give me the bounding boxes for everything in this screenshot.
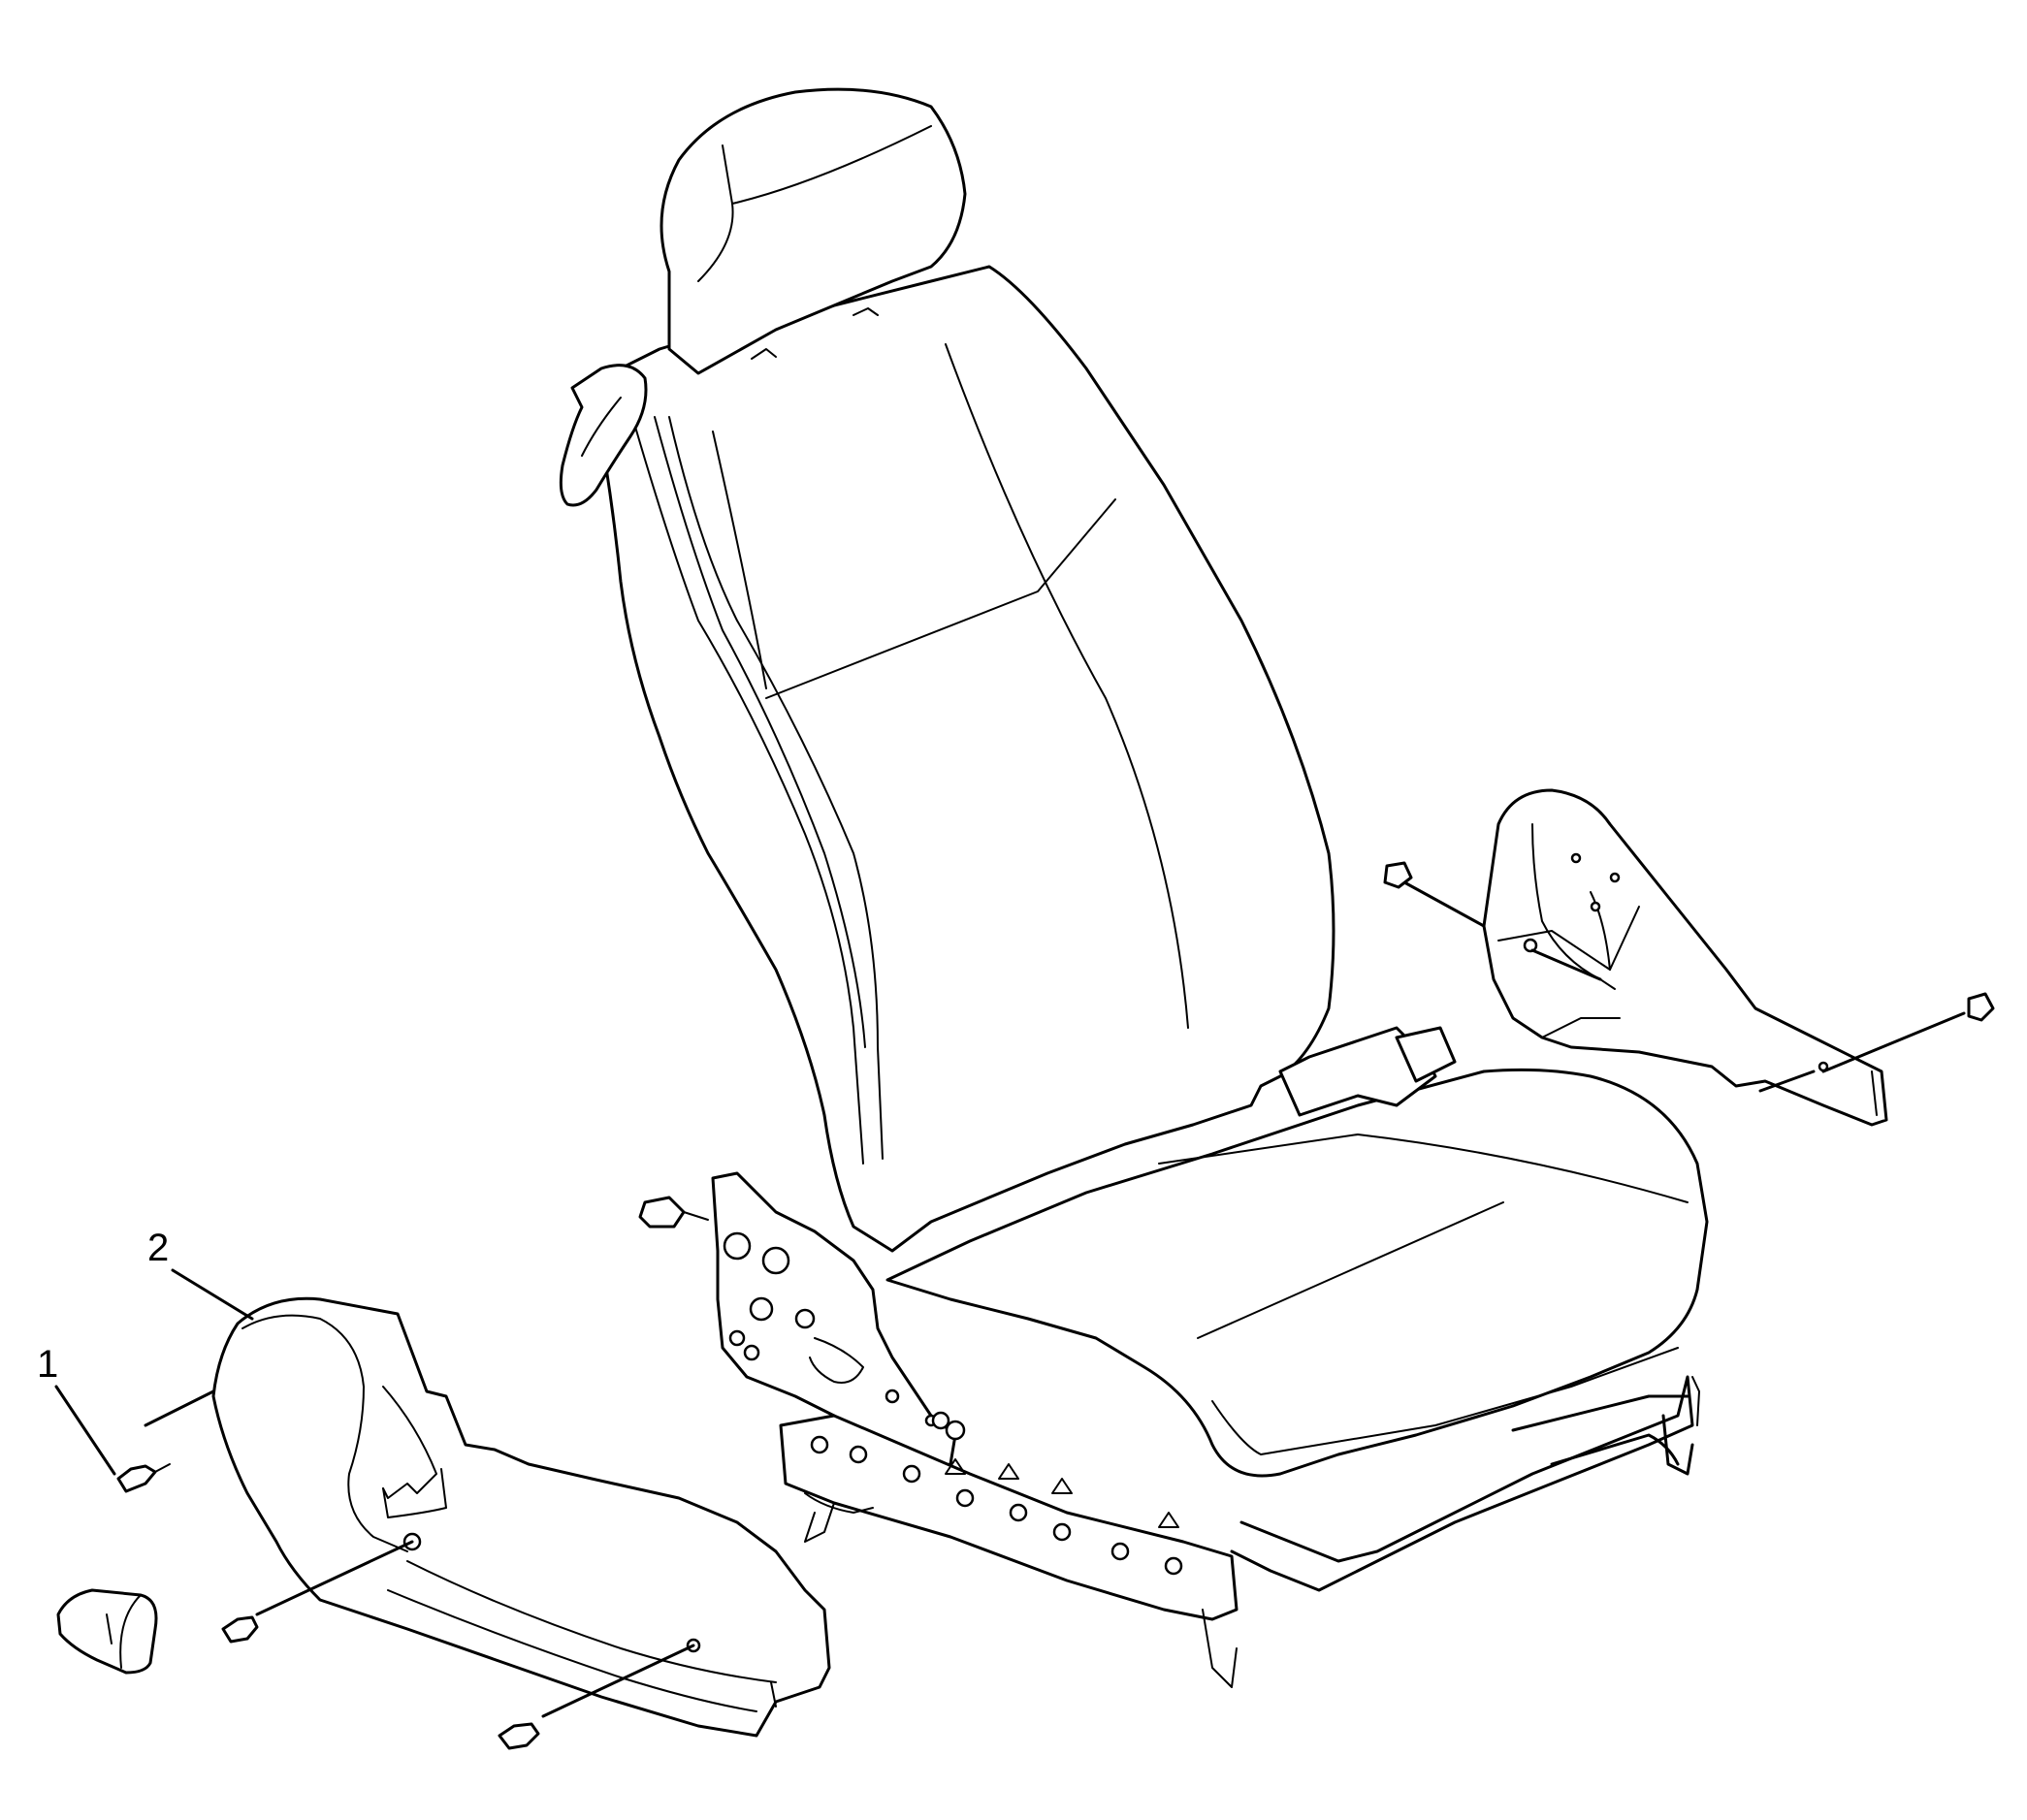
seat-back xyxy=(590,265,1335,1253)
callout-2: 2 xyxy=(147,1227,254,1321)
screws-left xyxy=(116,1389,695,1750)
inner-seat-side-panel xyxy=(1383,788,1995,1127)
screw-2 xyxy=(221,1540,414,1644)
recliner-handle-cap xyxy=(56,1588,158,1675)
screw-3 xyxy=(498,1644,695,1750)
seat-cushion xyxy=(885,1026,1709,1478)
recliner-strap xyxy=(559,364,648,507)
callout-2-label: 2 xyxy=(147,1227,169,1269)
seat-track-frame xyxy=(638,1171,1700,1688)
headrest xyxy=(660,87,967,375)
outer-seat-side-panel xyxy=(211,1296,831,1738)
callout-1: 1 xyxy=(37,1343,116,1476)
callout-1-label: 1 xyxy=(37,1343,58,1386)
screw-1 xyxy=(116,1389,215,1493)
